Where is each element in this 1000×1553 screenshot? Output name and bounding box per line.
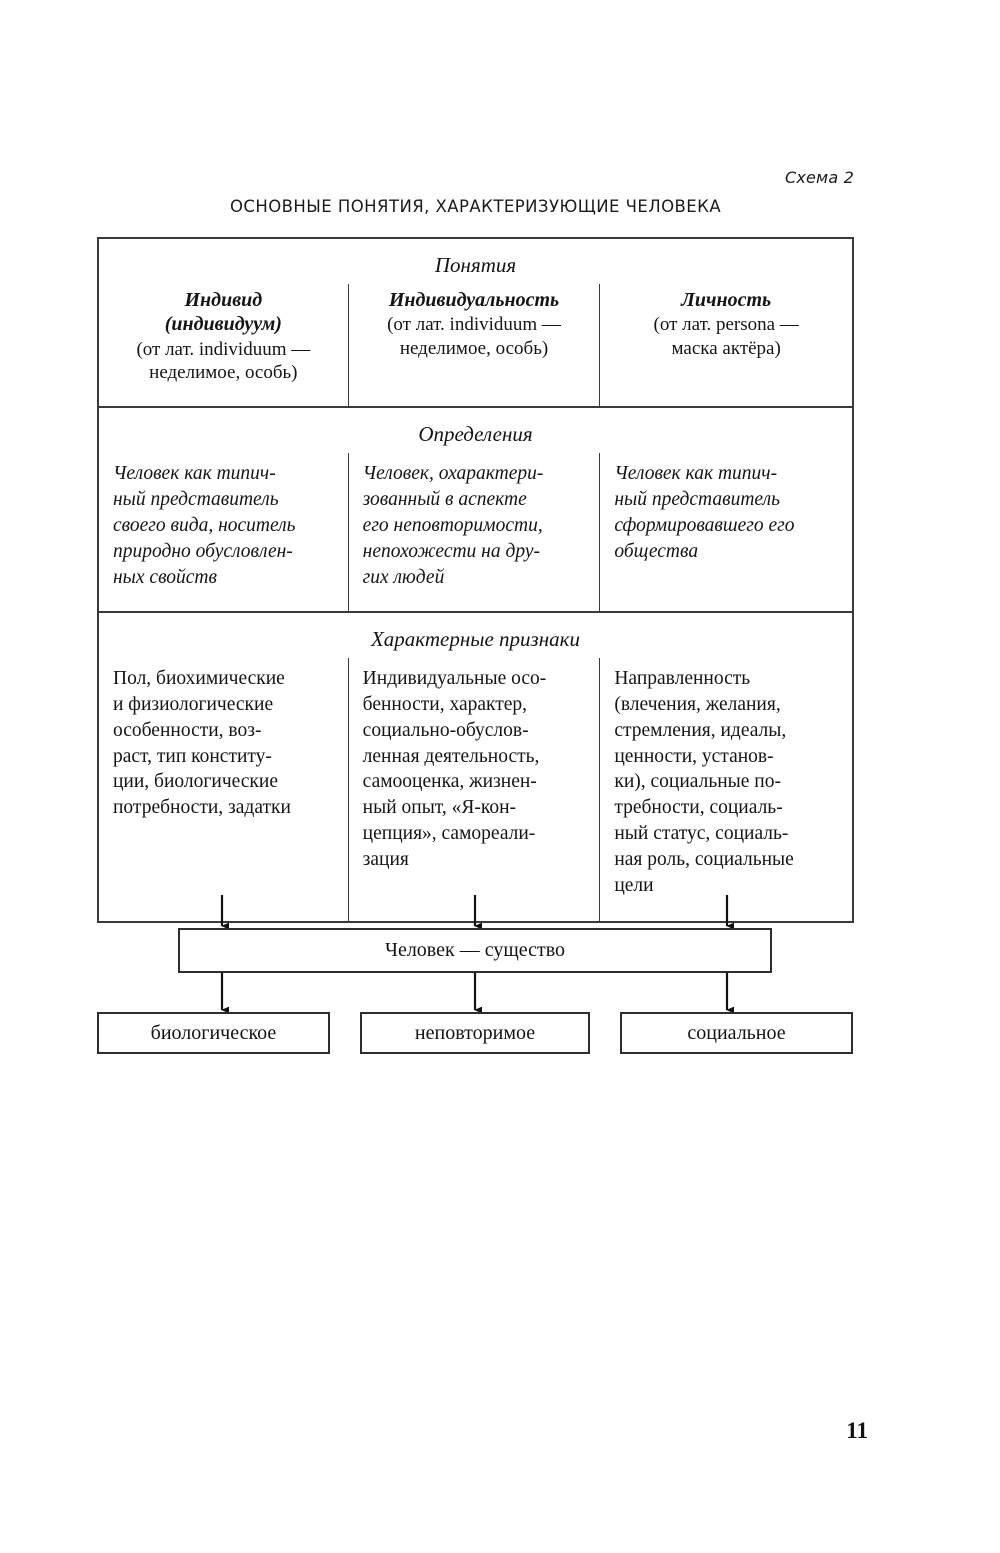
page-title: ОСНОВНЫЕ ПОНЯТИЯ, ХАРАКТЕРИЗУЮЩИЕ ЧЕЛОВЕ… <box>229 197 722 216</box>
features-text-individualnost: Индивидуальные осо- бенности, характер, … <box>362 667 547 871</box>
concept-name-lichnost: Личность <box>681 289 772 311</box>
scheme-label: Схема 2 <box>784 168 854 187</box>
band-title-concepts: Понятия <box>434 253 517 277</box>
features-text-lichnost: Направленность (влечения, желания, стрем… <box>614 667 794 897</box>
concept-origin-individ: (от лат. individuum — неделимое, особь) <box>136 338 311 383</box>
concept-cell-lichnost: Личность (от лат. persona — маска актёра… <box>600 284 852 406</box>
node-label-biologicheskoe: биологическое <box>150 1021 277 1044</box>
node-chelovek-sushchestvo: Человек — существо <box>178 928 772 973</box>
features-cell-individualnost: Индивидуальные осо- бенности, характер, … <box>349 657 601 922</box>
concept-origin-individualnost: (от лат. individuum — неделимое, особь) <box>387 314 561 359</box>
concept-cell-individualnost: Индивидуальность (от лат. individuum — н… <box>349 284 601 407</box>
node-biologicheskoe: биологическое <box>97 1012 330 1054</box>
definitions-row: Человек как типич- ный представитель сво… <box>99 453 852 611</box>
definition-cell-individualnost: Человек, охарактери- зованный в аспекте … <box>349 453 601 611</box>
node-label-nepovtorimoe: неповторимое <box>414 1021 536 1044</box>
definition-text-lichnost: Человек как типич- ный представитель сфо… <box>614 463 795 562</box>
page-number: 11 <box>846 1418 868 1443</box>
definition-cell-lichnost: Человек как типич- ный представитель сфо… <box>600 453 852 611</box>
definition-text-individualnost: Человек, охарактери- зованный в аспекте … <box>362 463 544 588</box>
features-row: Пол, биохимические и физиологические осо… <box>99 657 852 922</box>
concept-name-individ: Индивид (индивидуум) <box>164 289 282 336</box>
features-cell-individ: Пол, биохимические и физиологические осо… <box>99 657 349 922</box>
features-cell-lichnost: Направленность (влечения, желания, стрем… <box>600 658 852 921</box>
band-title-features: Характерные признаки <box>370 626 580 651</box>
concepts-row: Индивид (индивидуум) (от лат. individuum… <box>99 284 852 407</box>
node-label-being: Человек — существо <box>384 939 566 961</box>
node-label-socialnoe: социальное <box>687 1021 786 1044</box>
concepts-table: Понятия Индивид (индивидуум) (от лат. in… <box>97 237 854 924</box>
node-nepovtorimoe: неповторимое <box>360 1012 590 1054</box>
definition-text-individ: Человек как типич- ный представитель сво… <box>113 463 296 588</box>
concept-origin-lichnost: (от лат. persona — маска актёра) <box>653 314 799 359</box>
concept-name-individualnost: Индивидуальность <box>388 289 560 311</box>
node-socialnoe: социальное <box>620 1012 853 1054</box>
band-concepts: Понятия Индивид (индивидуум) (от лат. in… <box>99 239 852 409</box>
band-definitions: Определения Человек как типич- ный предс… <box>99 408 852 613</box>
definition-cell-individ: Человек как типич- ный представитель сво… <box>99 453 349 611</box>
band-features: Характерные признаки Пол, биохимические … <box>99 613 852 922</box>
band-title-definitions: Определения <box>418 422 533 447</box>
features-text-individ: Пол, биохимические и физиологические осо… <box>113 667 291 819</box>
concept-cell-individ: Индивид (индивидуум) (от лат. individuum… <box>99 284 349 407</box>
